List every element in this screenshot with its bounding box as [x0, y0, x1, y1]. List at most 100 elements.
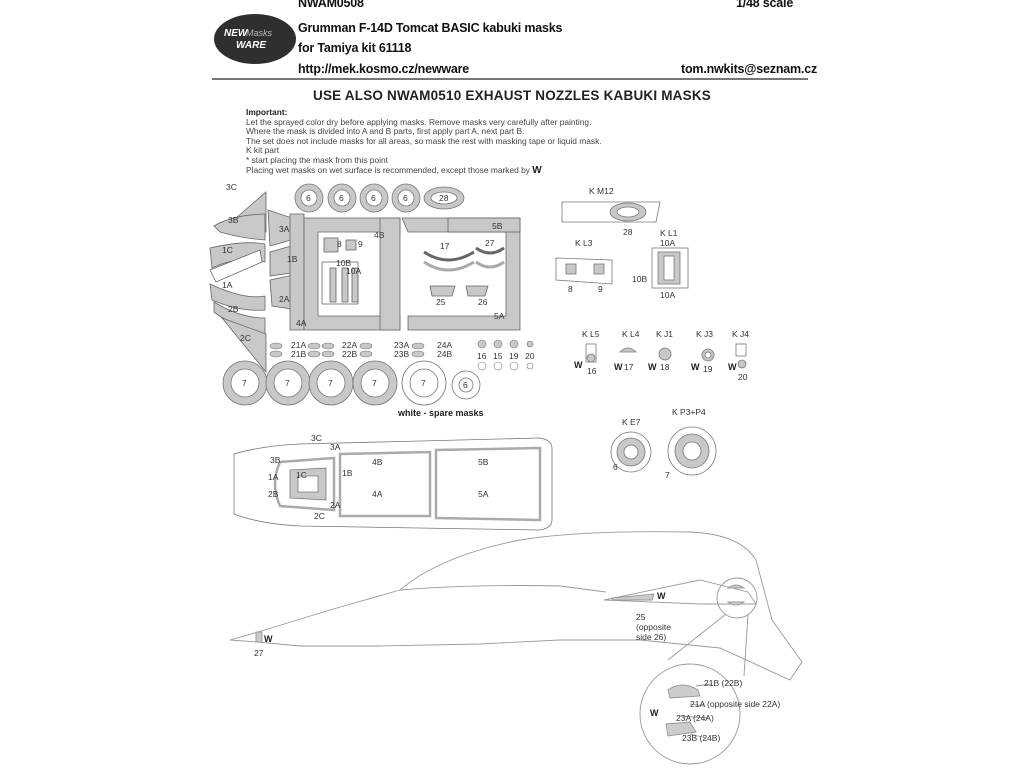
svg-text:7: 7 [372, 378, 377, 388]
svg-text:5B: 5B [492, 221, 503, 231]
svg-text:6: 6 [339, 193, 344, 203]
svg-text:2B: 2B [268, 489, 279, 499]
scale: 1/48 scale [736, 0, 794, 10]
svg-text:23B: 23B [394, 349, 409, 359]
logo-text-ware: WARE [236, 40, 266, 51]
svg-text:3A: 3A [279, 224, 290, 234]
svg-text:2B: 2B [228, 304, 239, 314]
instructions: Important: Let the sprayed color dry bef… [246, 107, 602, 176]
svg-text:1A: 1A [268, 472, 279, 482]
svg-text:2C: 2C [240, 333, 251, 343]
svg-text:9: 9 [358, 239, 363, 249]
svg-text:16: 16 [587, 366, 597, 376]
svg-text:10A: 10A [660, 290, 675, 300]
canopy-topview [233, 437, 553, 531]
svg-text:17: 17 [624, 362, 634, 372]
mask-sheet [209, 191, 521, 374]
svg-text:21B: 21B [291, 349, 306, 359]
mask-9 [345, 239, 357, 251]
instruction-line: * start placing the mask from this point [246, 154, 388, 165]
mask-1a [209, 283, 266, 311]
mask-27b [475, 260, 505, 269]
svg-text:W: W [614, 362, 623, 372]
website-link[interactable]: http://mek.kosmo.cz/newware [298, 62, 470, 76]
set-subtitle: for Tamiya kit 61118 [298, 41, 412, 55]
svg-text:K L1: K L1 [660, 228, 678, 238]
svg-text:27: 27 [485, 238, 495, 248]
svg-text:2C: 2C [314, 511, 325, 521]
svg-text:10B: 10B [336, 258, 351, 268]
svg-text:28: 28 [623, 227, 633, 237]
svg-text:7: 7 [242, 378, 247, 388]
mask-10b [341, 267, 349, 303]
mask-10a [329, 267, 337, 303]
svg-text:16: 16 [477, 351, 487, 361]
svg-text:5A: 5A [494, 311, 505, 321]
svg-text:W: W [264, 634, 273, 644]
email-link[interactable]: tom.nwkits@seznam.cz [681, 62, 818, 76]
svg-text:7: 7 [665, 470, 670, 480]
mask-4a-side [289, 213, 305, 331]
svg-text:W: W [574, 360, 583, 370]
svg-text:21A: 21A [291, 340, 306, 350]
svg-text:27: 27 [254, 648, 264, 658]
svg-text:28: 28 [439, 193, 449, 203]
svg-text:5A: 5A [478, 489, 489, 499]
svg-text:19: 19 [703, 364, 713, 374]
svg-text:20: 20 [525, 351, 535, 361]
light-masks [269, 339, 534, 371]
svg-text:19: 19 [509, 351, 519, 361]
sideview-labels: 27 25 (opposite side 26) 21B (22B) 21A (… [254, 612, 780, 743]
svg-text:K J3: K J3 [696, 329, 713, 339]
mask-26 [465, 285, 489, 297]
wheel-masks [222, 183, 481, 406]
set-code: NWAM0508 [298, 0, 364, 10]
svg-text:1C: 1C [296, 470, 307, 480]
svg-text:25: 25 [436, 297, 446, 307]
mask-25 [429, 285, 456, 297]
aircraft-sideview [229, 531, 803, 765]
svg-text:4A: 4A [296, 318, 307, 328]
svg-text:3B: 3B [270, 455, 281, 465]
svg-text:6: 6 [463, 380, 468, 390]
wet-mark: W [532, 164, 542, 176]
svg-text:7: 7 [285, 378, 290, 388]
svg-text:K L3: K L3 [575, 238, 593, 248]
svg-text:18: 18 [660, 362, 670, 372]
svg-text:8: 8 [568, 284, 573, 294]
svg-text:side 26): side 26) [636, 632, 666, 642]
svg-text:1C: 1C [222, 245, 233, 255]
arcs [423, 246, 505, 272]
svg-text:3B: 3B [228, 215, 239, 225]
svg-text:22B: 22B [342, 349, 357, 359]
svg-text:K P3+P4: K P3+P4 [672, 407, 706, 417]
svg-text:24B: 24B [437, 349, 452, 359]
svg-text:10B: 10B [632, 274, 647, 284]
instruction-line: Let the sprayed color dry before applyin… [246, 116, 592, 127]
svg-text:26: 26 [478, 297, 488, 307]
svg-text:3C: 3C [311, 433, 322, 443]
mask-17b [423, 260, 475, 272]
svg-text:4B: 4B [374, 230, 385, 240]
svg-text:6: 6 [306, 193, 311, 203]
svg-text:2A: 2A [279, 294, 290, 304]
svg-text:21A (opposite side 22A): 21A (opposite side 22A) [690, 699, 780, 709]
mask-1c-inner [209, 249, 263, 283]
svg-text:3A: 3A [330, 442, 341, 452]
kit-parts [555, 201, 747, 476]
svg-text:17: 17 [440, 241, 450, 251]
svg-text:W: W [650, 708, 659, 718]
svg-text:15: 15 [493, 351, 503, 361]
mask-2c [220, 317, 267, 374]
svg-text:3C: 3C [226, 182, 237, 192]
svg-text:4A: 4A [372, 489, 383, 499]
mask-1c [209, 242, 266, 269]
svg-text:2A: 2A [330, 500, 341, 510]
svg-text:5B: 5B [478, 457, 489, 467]
svg-text:7: 7 [421, 378, 426, 388]
